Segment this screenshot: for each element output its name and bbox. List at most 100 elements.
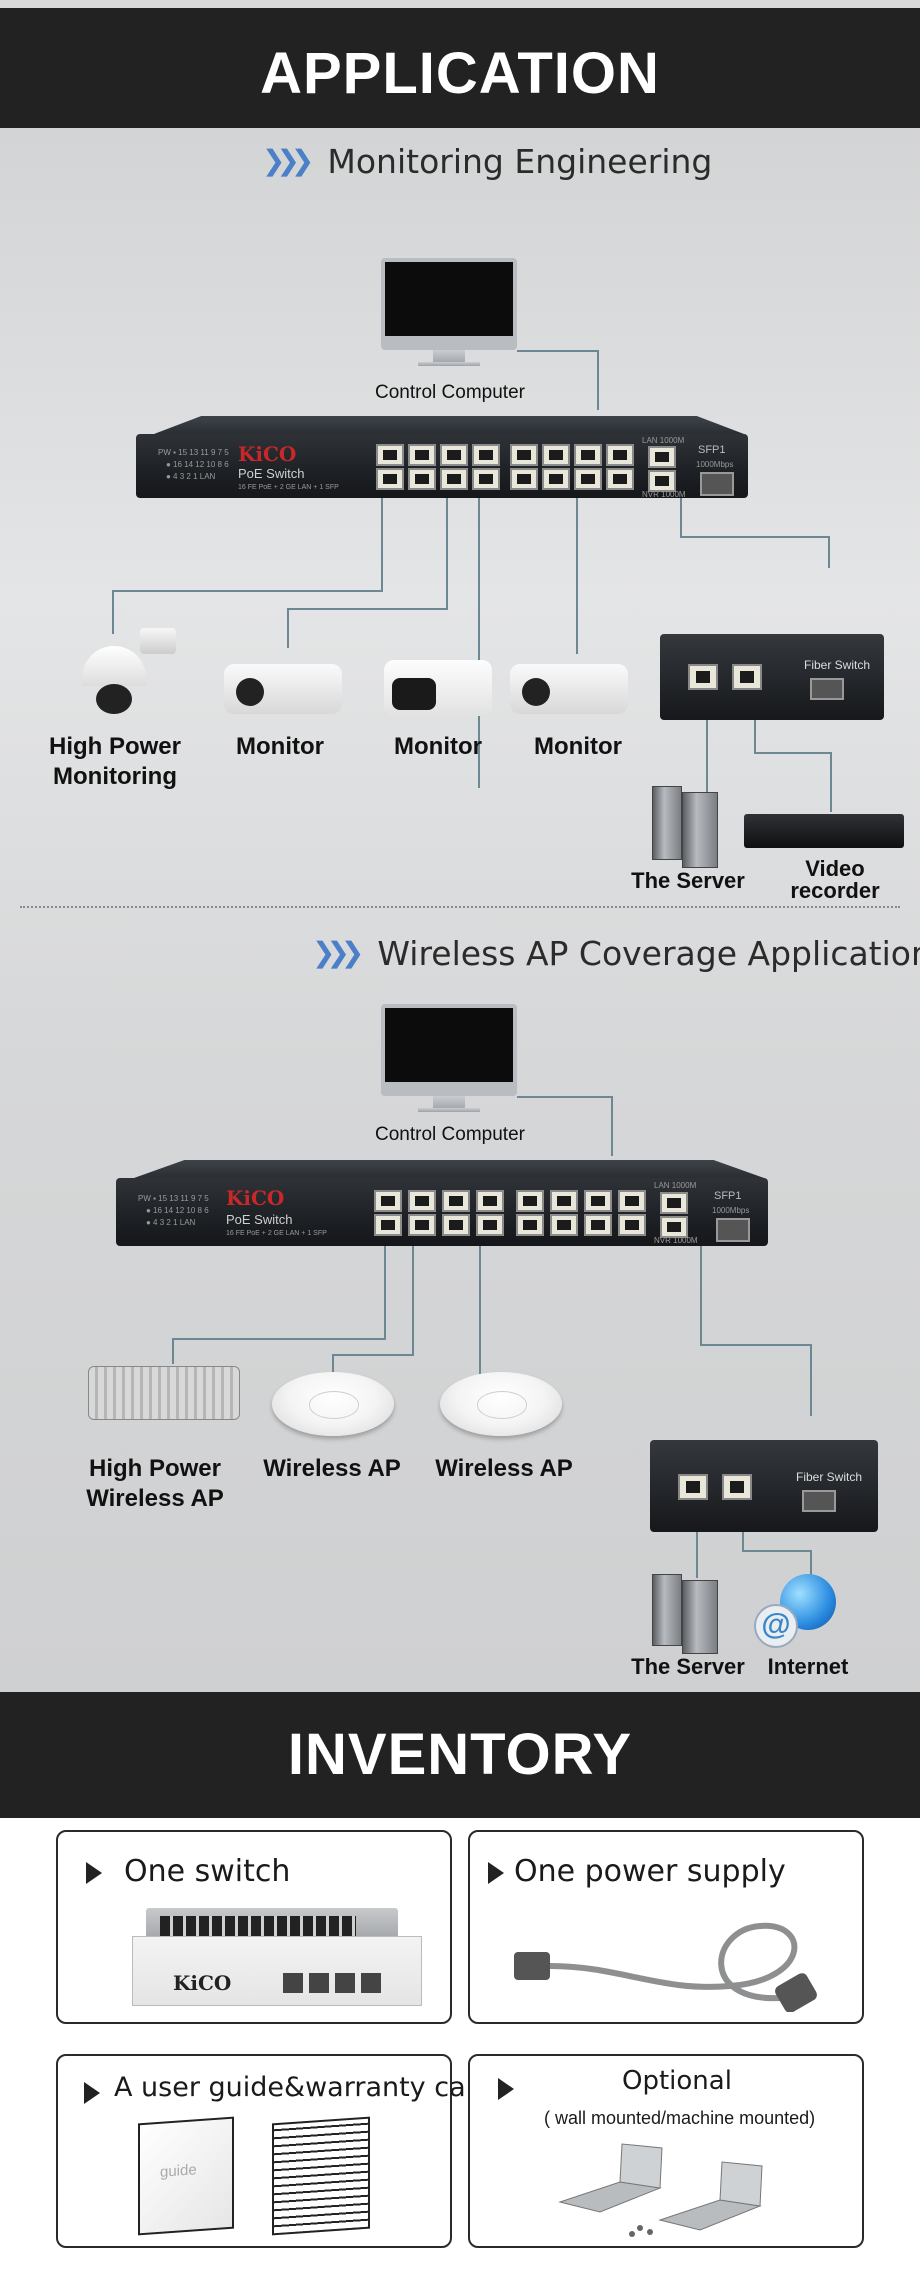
wire: [517, 350, 599, 352]
fiber-rj45-port: [688, 664, 718, 690]
lan-port: [660, 1192, 688, 1214]
switch-spec-label: 16 FE PoE + 2 GE LAN + 1 SFP: [238, 484, 339, 491]
monitor-stand: [433, 1096, 465, 1110]
rj45-port: [440, 444, 468, 466]
wire: [754, 720, 756, 754]
monitor-stand: [433, 350, 465, 364]
control-computer-label: Control Computer: [375, 1124, 525, 1145]
rj45-port: [574, 444, 602, 466]
rj45-port: [376, 468, 404, 490]
guide-text: guide: [160, 2161, 197, 2181]
nvr-port: [660, 1216, 688, 1238]
switch-top-panel: [134, 1160, 764, 1178]
warranty-card-icon: [272, 2116, 370, 2236]
camera-lens: [236, 678, 264, 706]
wire: [742, 1532, 744, 1552]
box-brand-label: KiCO: [173, 1971, 232, 1995]
outdoor-ap-icon: [88, 1366, 240, 1420]
fiber-rj45-port: [722, 1474, 752, 1500]
wire: [597, 350, 599, 410]
switch-top-panel: [154, 416, 744, 434]
wire: [332, 1354, 414, 1356]
inventory-item-title: A user guide&warranty card: [114, 2072, 494, 2103]
fiber-switch-1: Fiber Switch: [660, 634, 884, 720]
rj45-port: [408, 1214, 436, 1236]
lan-label: LAN 1000M: [642, 436, 685, 445]
sfp-label: SFP1: [714, 1190, 742, 1202]
rj45-port: [516, 1190, 544, 1212]
monitor-label-1: Monitor: [236, 733, 324, 760]
port-block: [376, 444, 676, 494]
bullet-camera-icon: [224, 664, 342, 714]
rj45-port: [584, 1214, 612, 1236]
wire: [381, 498, 383, 592]
sfp-speed-label: 1000Mbps: [696, 460, 734, 469]
fiber-rj45-port: [678, 1474, 708, 1500]
fiber-rj45-port: [732, 664, 762, 690]
led-legend: ● 4 3 2 1 LAN: [146, 1218, 196, 1227]
rj45-port: [472, 444, 500, 466]
sfp-speed-label: 1000Mbps: [712, 1206, 750, 1215]
server-icon: [682, 1580, 718, 1654]
application-banner: APPLICATION: [0, 0, 920, 128]
section-divider: [20, 906, 900, 908]
wire: [680, 536, 830, 538]
led-legend: PW ▪ 15 13 11 9 7 5: [138, 1194, 209, 1203]
chevron-arrows-icon: ❯❯❯: [262, 144, 314, 177]
email-at-icon: @: [754, 1604, 798, 1648]
sfp-port: [700, 472, 734, 496]
nvr-label: NVR 1000M: [642, 490, 686, 499]
wire: [700, 1344, 812, 1346]
rj45-port: [440, 468, 468, 490]
high-power-monitoring-label: High Power Monitoring: [48, 733, 181, 790]
nvr-port: [648, 470, 676, 492]
wire: [754, 752, 832, 754]
monitor-base: [418, 362, 480, 366]
camera-bracket: [140, 628, 176, 654]
poe-switch-1: PW ▪ 15 13 11 9 7 5 ● 16 14 12 10 8 6 ● …: [136, 434, 748, 499]
wire: [446, 498, 448, 610]
rj45-port: [374, 1190, 402, 1212]
rj45-port: [408, 468, 436, 490]
rj45-port: [442, 1190, 470, 1212]
fiber-sfp-port: [802, 1490, 836, 1512]
section-title-monitoring: ❯❯❯Monitoring Engineering: [262, 142, 713, 181]
rj45-port: [542, 468, 570, 490]
power-cord-icon: [514, 1922, 817, 2012]
wire: [479, 1246, 481, 1374]
chevron-arrows-icon: ❯❯❯: [312, 936, 364, 969]
video-recorder-icon: [744, 814, 904, 848]
control-computer-icon: [381, 258, 517, 350]
led-legend: PW ▪ 15 13 11 9 7 5: [158, 448, 229, 457]
sfp-port: [716, 1218, 750, 1242]
wire: [412, 1246, 414, 1356]
monitor-base: [418, 1108, 480, 1112]
inventory-item-power-supply: One power supply: [468, 1830, 864, 2024]
rj45-port: [376, 444, 404, 466]
rj45-port: [550, 1190, 578, 1212]
ceiling-ap-icon: [272, 1372, 394, 1436]
rj45-port: [442, 1214, 470, 1236]
server-icon: [682, 792, 718, 868]
wire: [611, 1096, 613, 1156]
ceiling-ap-icon: [440, 1372, 562, 1436]
triangle-bullet-icon: [498, 2078, 514, 2100]
rj45-port: [618, 1214, 646, 1236]
wire: [810, 1344, 812, 1416]
high-power-ap-label: High Power Wireless AP: [86, 1455, 224, 1512]
rj45-port: [510, 444, 538, 466]
wire: [828, 536, 830, 568]
wire: [696, 1532, 698, 1578]
video-recorder-label: Video recorder: [790, 856, 880, 903]
rj45-port: [606, 444, 634, 466]
sfp-label: SFP1: [698, 444, 726, 456]
wire: [332, 1354, 334, 1374]
rj45-port: [550, 1214, 578, 1236]
wire: [700, 1246, 702, 1346]
lan-port: [648, 446, 676, 468]
fiber-sfp-port: [810, 678, 844, 700]
monitor-label-3: Monitor: [534, 733, 622, 760]
fiber-switch-label: Fiber Switch: [804, 658, 871, 672]
wire: [830, 752, 832, 812]
inventory-item-title: One power supply: [514, 1854, 786, 1889]
